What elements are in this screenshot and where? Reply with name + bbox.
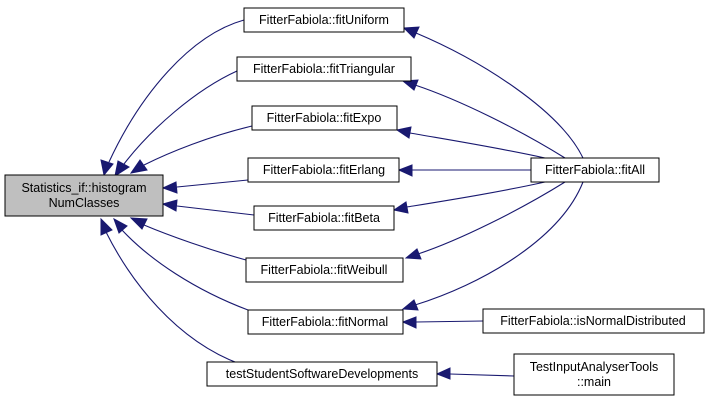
edge-fitall-to-fitnormal	[401, 181, 584, 311]
node-test-input-analyser-tools-main[interactable]: TestInputAnalyserTools ::main	[513, 353, 675, 396]
edge-fittriangular-to-histogram	[114, 70, 238, 178]
node-label: testStudentSoftwareDevelopments	[226, 367, 418, 381]
node-label-line1: Statistics_if::histogram	[21, 181, 146, 195]
node-fit-all[interactable]: FitterFabiola::fitAll	[530, 157, 660, 183]
node-fit-beta[interactable]: FitterFabiola::fitBeta	[253, 205, 395, 231]
node-label: FitterFabiola::fitExpo	[267, 111, 382, 125]
edge-fituniform-to-histogram	[100, 19, 245, 177]
edge-fitall-to-fitweibull	[404, 181, 566, 260]
node-label: FitterFabiola::fitBeta	[268, 211, 380, 225]
node-label: FitterFabiola::isNormalDistributed	[500, 314, 686, 328]
edge-fitall-to-fitbeta	[392, 181, 546, 214]
node-label: FitterFabiola::fitAll	[545, 163, 645, 177]
edges	[100, 19, 584, 380]
node-fit-uniform[interactable]: FitterFabiola::fitUniform	[243, 7, 405, 33]
edge-fitall-to-fitexpo	[395, 126, 546, 159]
node-histogram-num-classes[interactable]: Statistics_if::histogram NumClasses	[4, 174, 164, 217]
edge-fitbeta-to-histogram	[161, 199, 255, 216]
node-label: FitterFabiola::fitUniform	[259, 13, 389, 27]
node-fit-normal[interactable]: FitterFabiola::fitNormal	[247, 309, 404, 335]
node-fit-expo[interactable]: FitterFabiola::fitExpo	[251, 105, 398, 131]
node-is-normal-distributed[interactable]: FitterFabiola::isNormalDistributed	[482, 308, 705, 334]
edge-fitnormal-to-histogram	[113, 217, 249, 311]
node-label-line2: NumClasses	[49, 196, 120, 210]
edge-fitall-to-fiterlang	[397, 164, 531, 177]
edge-fiterlang-to-histogram	[161, 179, 249, 194]
edge-isnormal-to-fitnormal	[401, 316, 484, 329]
node-label: FitterFabiola::fitWeibull	[261, 263, 388, 277]
node-label-line1: TestInputAnalyserTools	[530, 360, 659, 374]
node-label: FitterFabiola::fitErlang	[263, 163, 385, 177]
node-fit-triangular[interactable]: FitterFabiola::fitTriangular	[236, 56, 412, 82]
node-fit-erlang[interactable]: FitterFabiola::fitErlang	[247, 157, 400, 183]
node-label-line2: ::main	[577, 375, 611, 389]
node-label: FitterFabiola::fitNormal	[262, 315, 388, 329]
edge-fitall-to-fituniform	[402, 26, 584, 159]
edge-fitexpo-to-histogram	[129, 125, 253, 174]
edge-teststudent-to-histogram	[100, 217, 241, 365]
node-fit-weibull[interactable]: FitterFabiola::fitWeibull	[245, 257, 404, 283]
edge-main-to-teststudent	[435, 367, 515, 380]
node-test-student-software-developments[interactable]: testStudentSoftwareDevelopments	[206, 361, 438, 387]
edge-fitweibull-to-histogram	[129, 217, 247, 261]
node-label: FitterFabiola::fitTriangular	[253, 62, 395, 76]
